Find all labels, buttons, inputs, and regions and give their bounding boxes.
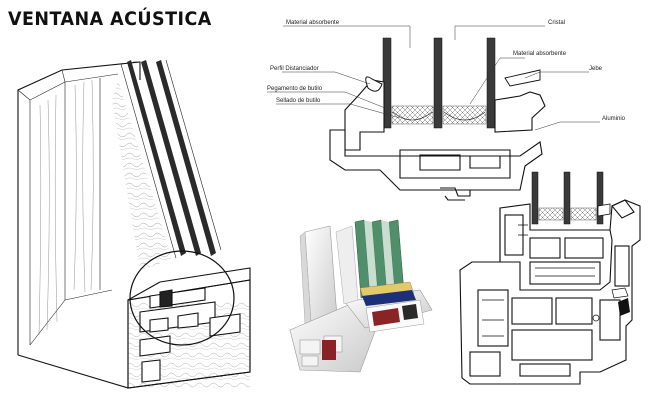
page-title: VENTANA ACÚSTICA <box>8 8 212 30</box>
section-detail-labeled <box>267 25 600 201</box>
label-sellado-butilo: Sellado de butilo <box>276 98 321 104</box>
label-jebe: Jebe <box>589 66 603 72</box>
label-perfil-distanciador: Perfil Distanciador <box>270 66 319 72</box>
label-cristal: Cristal <box>548 20 565 26</box>
label-material-absorbente-right: Material absorbente <box>513 51 567 57</box>
label-aluminio: Aluminio <box>602 116 626 122</box>
window-profile-render <box>289 219 433 373</box>
profile-cross-section <box>459 171 641 385</box>
label-material-absorbente-top: Material absorbente <box>286 20 340 26</box>
label-pegamento-butilo: Pegamento de butilo <box>267 86 323 92</box>
window-3d-sketch <box>17 59 251 389</box>
